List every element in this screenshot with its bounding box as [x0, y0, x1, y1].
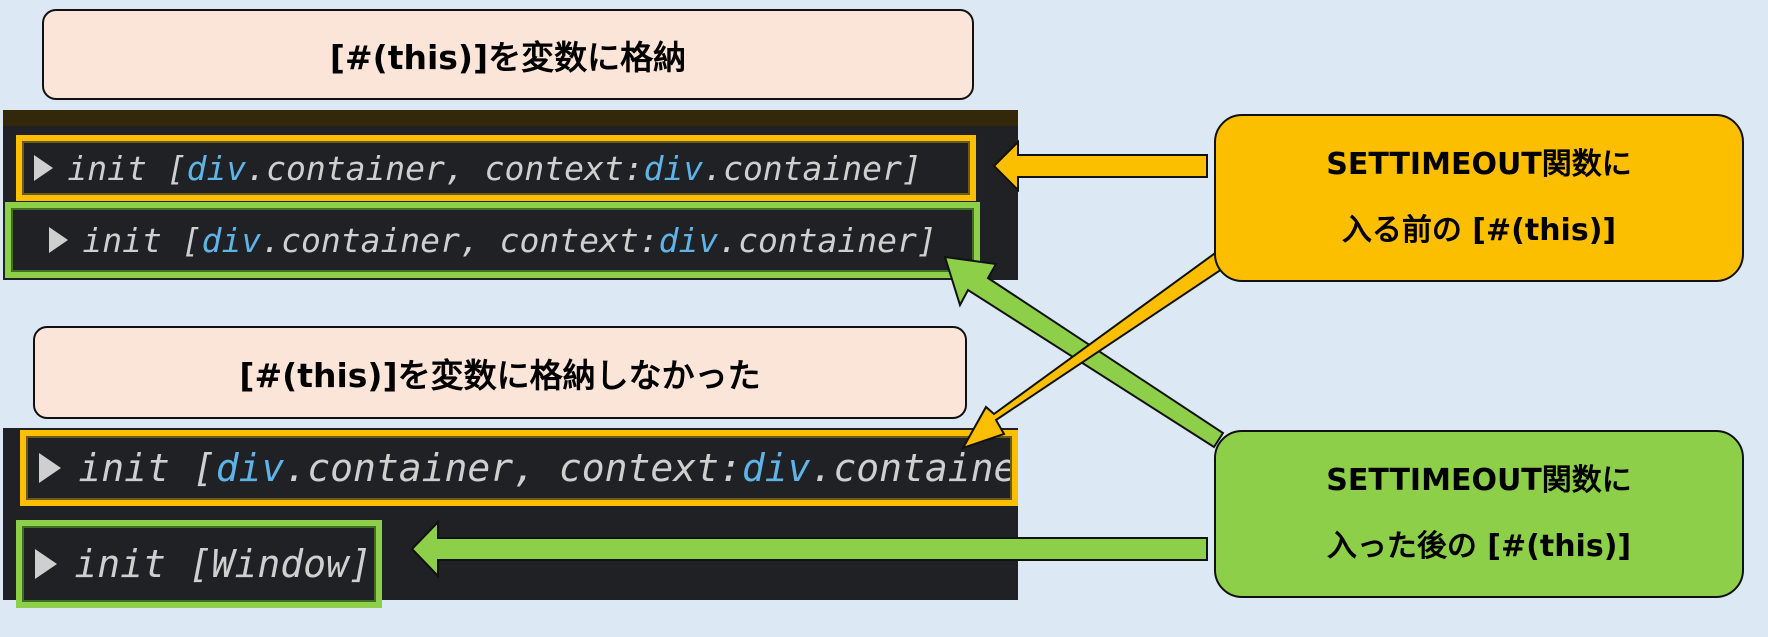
callout-before-line1: SETTIMEOUT関数に	[1326, 147, 1632, 182]
arrow-orange-horizontal	[992, 139, 1208, 193]
callout-after-line2: 入った後の [#(this)]	[1326, 529, 1632, 564]
console-header-bar	[3, 110, 1018, 126]
console-line-after-bottom[interactable]: init [Window]	[16, 520, 382, 608]
callout-after-line1: SETTIMEOUT関数に	[1326, 463, 1632, 498]
label-stored: [#(this)]を変数に格納	[42, 9, 974, 100]
callout-before: SETTIMEOUT関数に 入る前の [#(this)]	[1214, 114, 1744, 282]
callout-after: SETTIMEOUT関数に 入った後の [#(this)]	[1214, 430, 1744, 598]
console-line-after-top[interactable]: init [div.container, context: div.contai…	[5, 202, 980, 278]
expand-triangle-icon[interactable]	[33, 155, 53, 181]
console-line-before-bottom[interactable]: init [div.container, context: div.contai…	[20, 430, 1018, 506]
expand-triangle-icon[interactable]	[39, 453, 62, 483]
expand-triangle-icon[interactable]	[35, 549, 58, 579]
label-not-stored: [#(this)]を変数に格納しなかった	[33, 326, 967, 419]
callout-before-line2: 入る前の [#(this)]	[1341, 213, 1617, 248]
label-stored-text: [#(this)]を変数に格納	[329, 37, 687, 77]
console-line-before-top[interactable]: init [div.container, context: div.contai…	[16, 135, 976, 201]
label-not-stored-text: [#(this)]を変数に格納しなかった	[239, 355, 761, 395]
arrow-green-horizontal	[410, 519, 1208, 579]
arrow-orange-diagonal	[960, 233, 1254, 450]
expand-triangle-icon[interactable]	[48, 227, 68, 253]
